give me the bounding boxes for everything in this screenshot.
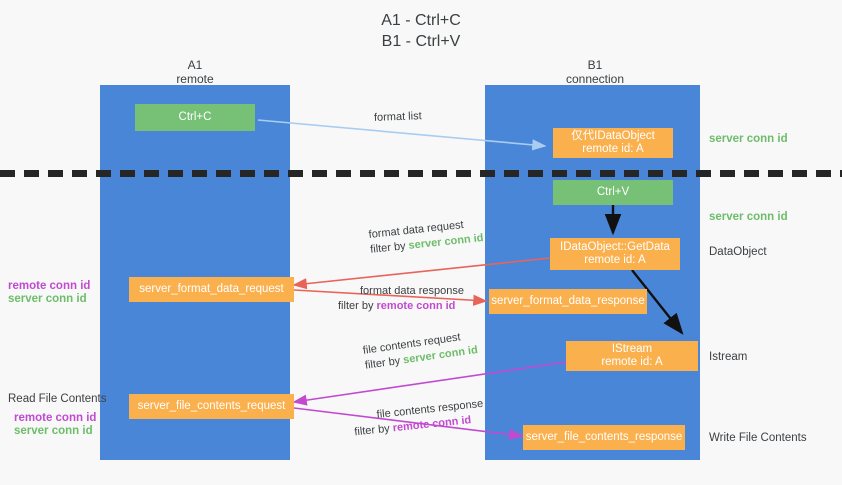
divider-dash [648, 170, 663, 177]
box-ctrl-v[interactable]: Ctrl+V [553, 180, 673, 205]
divider-dash [312, 170, 327, 177]
divider-dash [408, 170, 423, 177]
divider-dash [144, 170, 159, 177]
divider-dash [168, 170, 183, 177]
filter-prefix: filter by [369, 240, 407, 256]
left-label-remote-conn-id-2: remote conn id [14, 412, 97, 424]
divider-dash [120, 170, 135, 177]
divider-dash [600, 170, 615, 177]
edge-label-format-data-response: format data response filter by remote co… [338, 284, 464, 314]
divider-dash [504, 170, 519, 177]
edge-label-line2: filter by remote conn id [338, 299, 464, 314]
divider-dash [96, 170, 111, 177]
divider-dash [216, 170, 231, 177]
divider-dash [480, 170, 495, 177]
divider-dash [72, 170, 87, 177]
divider-dash [360, 170, 375, 177]
filter-prefix: filter by [338, 300, 374, 312]
edge-label-file-contents-response: file contents response filter by remote … [354, 397, 486, 439]
edge-label-format-list: format list [373, 110, 422, 124]
divider-dash [792, 170, 807, 177]
side-label-server-conn-id-top: server conn id [709, 133, 788, 145]
divider-dash [24, 170, 39, 177]
edge-label-file-contents-request: file contents request filter by server c… [362, 328, 479, 374]
divider-dash [816, 170, 831, 177]
divider-dash [672, 170, 687, 177]
divider-dash [432, 170, 447, 177]
divider-dash [624, 170, 639, 177]
box-idataobject-getdata[interactable]: IDataObject::GetData remote id: A [550, 238, 680, 270]
column-header-b1: B1 connection [565, 58, 625, 86]
divider-dash [576, 170, 591, 177]
box-istream[interactable]: IStream remote id: A [566, 341, 698, 371]
divider-dash [696, 170, 711, 177]
page-title: A1 - Ctrl+C B1 - Ctrl+V [381, 12, 461, 50]
divider-dash [240, 170, 255, 177]
side-label-server-conn-id-mid: server conn id [709, 211, 788, 223]
left-label-server-conn-id-1: server conn id [8, 293, 87, 305]
box-server-format-data-response[interactable]: server_format_data_response [489, 289, 647, 314]
divider-dash [384, 170, 399, 177]
divider-dash [528, 170, 543, 177]
divider-dash [840, 170, 842, 177]
side-label-istream: Istream [709, 351, 748, 363]
column-header-a1: A1 remote [176, 58, 214, 86]
divider-dash [720, 170, 735, 177]
box-server-file-contents-request[interactable]: server_file_contents_request [129, 394, 294, 419]
edge-label-format-data-request: format data request filter by server con… [368, 216, 484, 258]
divider-dash [0, 170, 15, 177]
edge-label-line1: format data response [360, 285, 464, 297]
divider-dash [552, 170, 567, 177]
box-server-format-data-request[interactable]: server_format_data_request [129, 277, 294, 302]
box-server-file-contents-response[interactable]: server_file_contents_response [523, 425, 685, 450]
side-label-data-object: DataObject [709, 246, 767, 258]
box-ctrl-c[interactable]: Ctrl+C [135, 104, 255, 131]
left-label-read-file-contents: Read File Contents [8, 393, 107, 405]
divider-dash [264, 170, 279, 177]
filter-prefix: filter by [353, 422, 391, 439]
divider-dash [288, 170, 303, 177]
divider-dash [744, 170, 759, 177]
box-idataobject-create[interactable]: 仅代IDataObject remote id: A [553, 128, 673, 158]
filter-prefix: filter by [364, 354, 402, 372]
left-label-remote-conn-id-1: remote conn id [8, 280, 91, 292]
divider-dash [192, 170, 207, 177]
side-label-write-file-contents: Write File Contents [709, 432, 807, 444]
filter-key: remote conn id [376, 300, 456, 312]
divider-dash [768, 170, 783, 177]
dashed-divider [0, 170, 842, 177]
divider-dash [456, 170, 471, 177]
divider-dash [48, 170, 63, 177]
left-label-server-conn-id-2: server conn id [14, 425, 93, 437]
divider-dash [336, 170, 351, 177]
